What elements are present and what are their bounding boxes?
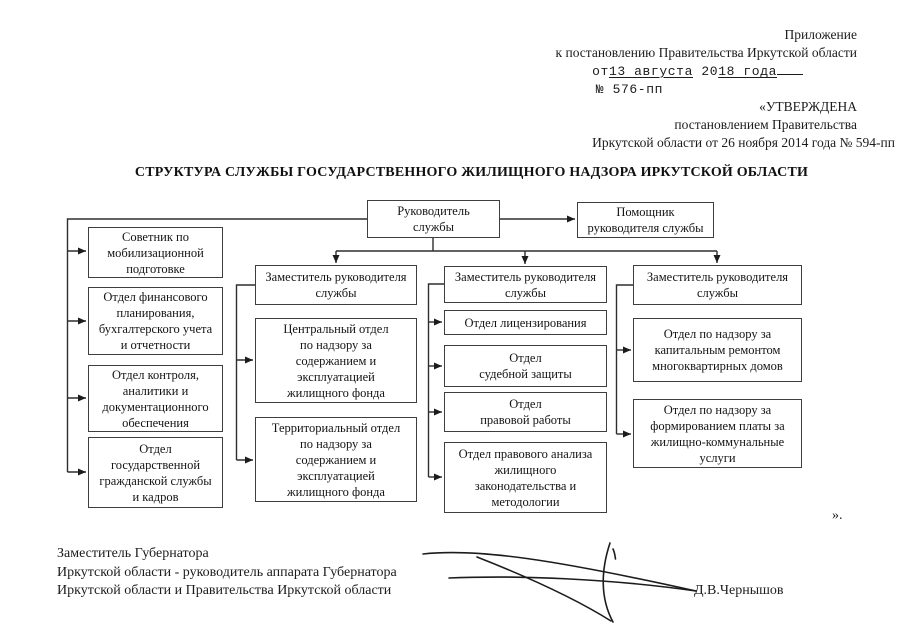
handwritten-signature	[422, 542, 697, 623]
signer-title-line: Иркутской области - руководитель аппарат…	[57, 564, 397, 580]
date-filled-year: 18 года	[718, 64, 777, 80]
date-blank-underline	[777, 61, 803, 76]
org-box-deputy-2: Заместитель руководителя службы	[444, 266, 607, 303]
date-century: 20	[692, 64, 719, 80]
signer-title-line: Заместитель Губернатора	[57, 546, 209, 561]
page-title: СТРУКТУРА СЛУЖБЫ ГОСУДАРСТВЕННОГО ЖИЛИЩН…	[134, 165, 809, 180]
date-filled-day-month: 13 августа	[608, 64, 693, 80]
signature-title-block: Заместитель Губернатора Иркутской област…	[57, 545, 397, 601]
org-box-staff-control: Отдел контроля, аналитики и документацио…	[88, 365, 223, 432]
document-header-block: Приложение к постановлению Правительства…	[555, 26, 895, 151]
connector-deputy2-trunk	[427, 283, 444, 477]
org-box-head-of-service: Руководитель службы	[367, 200, 500, 238]
connector-deputy3-trunk	[615, 284, 633, 434]
signature-stroke	[448, 576, 697, 592]
org-box-staff-finance: Отдел финансового планирования, бухгалте…	[88, 287, 223, 355]
org-box-legal-analysis-dept: Отдел правового анализа жилищного законо…	[444, 442, 607, 513]
org-box-capital-repair-dept: Отдел по надзору за капитальным ремонтом…	[633, 318, 802, 382]
header-line-old-resolution: Иркутской области от 26 ноября 2014 года…	[592, 134, 895, 150]
header-line-appendix: Приложение	[784, 27, 857, 42]
org-box-staff-advisor: Советник по мобилизационной подготовке	[88, 227, 223, 278]
org-box-deputy-1: Заместитель руководителя службы	[255, 265, 417, 305]
org-box-territorial-dept: Территориальный отдел по надзору за соде…	[255, 417, 417, 502]
signature-stroke	[612, 548, 617, 560]
header-line-approved: «УТВЕРЖДЕНА	[759, 99, 857, 115]
signer-name: Д.В.Чернышов	[694, 583, 784, 598]
header-line-resolution: к постановлению Правительства Иркутской …	[555, 44, 857, 60]
org-box-deputy-3: Заместитель руководителя службы	[633, 265, 802, 305]
org-box-legal-work-dept: Отдел правовой работы	[444, 392, 607, 432]
org-box-staff-hr: Отдел государственной гражданской службы…	[88, 437, 223, 508]
signature-stroke	[476, 556, 612, 622]
date-prefix: от	[592, 64, 609, 80]
org-box-assistant: Помощник руководителя службы	[577, 202, 714, 238]
closing-quote-mark: ».	[832, 508, 843, 523]
header-line-number: № 576-пп	[595, 81, 663, 97]
org-box-judicial-dept: Отдел судебной защиты	[444, 345, 607, 387]
org-box-central-dept: Центральный отдел по надзору за содержан…	[255, 318, 417, 403]
signature-stroke	[422, 551, 697, 592]
header-line-by-resolution: постановлением Правительства	[674, 116, 857, 132]
signer-title-line: Иркутской области и Правительства Иркутс…	[57, 583, 392, 598]
header-line-date: от13 августа 2018 года	[556, 61, 803, 81]
org-box-utility-fees-dept: Отдел по надзору за формированием платы …	[633, 399, 802, 468]
connector-deputy1-trunk	[235, 284, 255, 460]
signature-stroke	[602, 542, 614, 623]
org-box-licensing-dept: Отдел лицензирования	[444, 310, 607, 335]
